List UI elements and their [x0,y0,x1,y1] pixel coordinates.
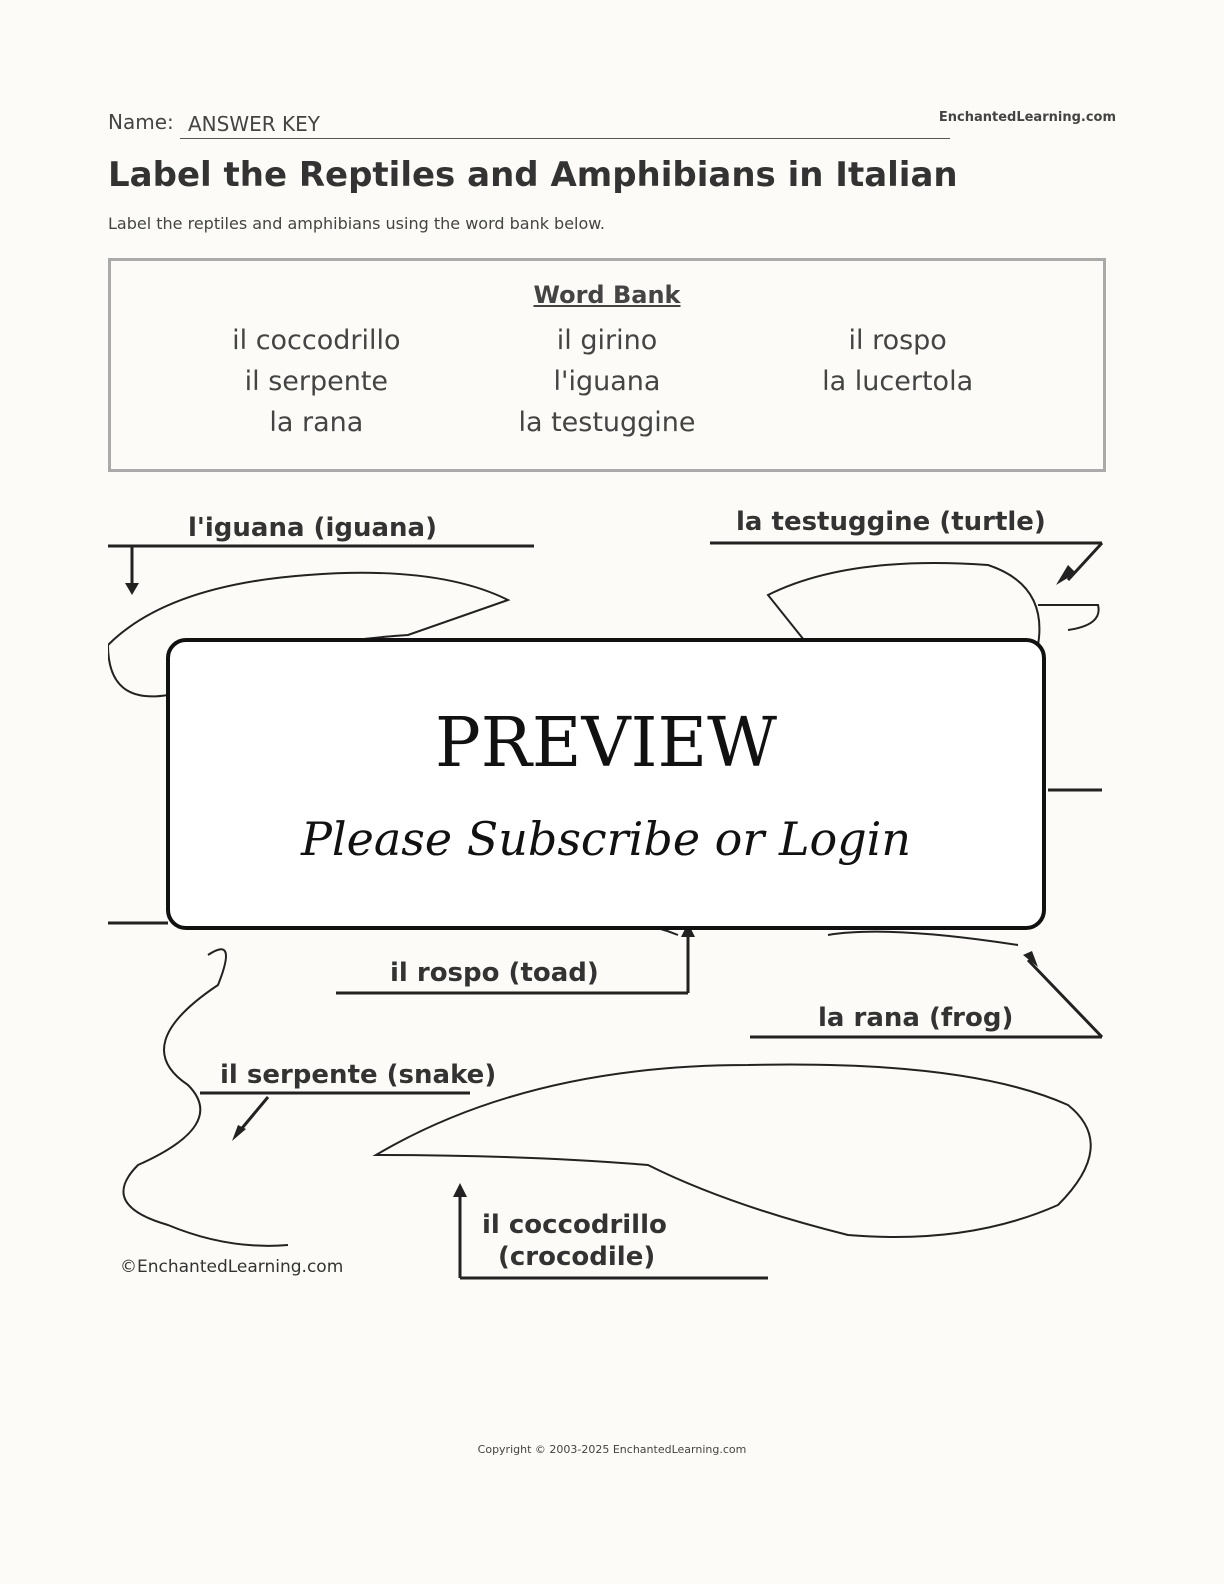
word: la testuggine [518,407,696,438]
label-frog: la rana (frog) [818,1003,1014,1033]
word: il serpente [244,366,389,397]
label-turtle: la testuggine (turtle) [736,507,1046,537]
instructions: Label the reptiles and amphibians using … [108,214,605,233]
word-bank: Word Bank il coccodrillo il girino il ro… [108,258,1106,472]
diagram-lines [108,541,1104,1280]
word: la rana [269,407,364,438]
label-crocodile: il coccodrillo [482,1210,667,1240]
page-title: Label the Reptiles and Amphibians in Ita… [108,155,958,195]
word-bank-title: Word Bank [533,281,681,309]
footer-copyright: Copyright © 2003-2025 EnchantedLearning.… [477,1443,747,1456]
preview-title: PREVIEW [434,704,778,783]
label-crocodile-en: (crocodile) [498,1242,656,1272]
name-value: ANSWER KEY [188,112,320,136]
diagram-copyright: ©EnchantedLearning.com [120,1257,344,1277]
word: la lucertola [822,366,974,397]
preview-overlay[interactable]: PREVIEW Please Subscribe or Login [166,638,1046,930]
word: l'iguana [553,366,661,397]
animal-diagram: l'iguana (iguana) la testuggine (turtle)… [108,505,1106,1295]
subscribe-login-link[interactable]: Please Subscribe or Login [300,812,912,866]
word: il girino [556,325,658,356]
word: il coccodrillo [232,325,401,356]
label-toad: il rospo (toad) [390,958,599,988]
label-iguana: l'iguana (iguana) [188,513,437,543]
label-snake: il serpente (snake) [220,1060,497,1090]
site-link[interactable]: EnchantedLearning.com [938,110,1116,125]
word: il rospo [848,325,947,356]
name-label: Name: [108,110,174,134]
name-line [180,138,950,139]
